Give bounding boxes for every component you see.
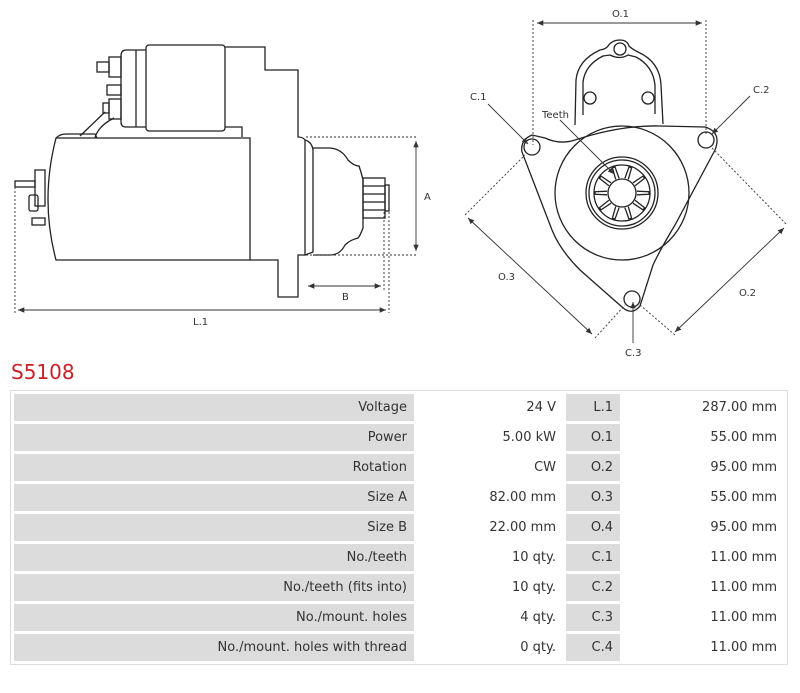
spec-value: 24 V <box>417 394 563 421</box>
technical-drawing: A B L.1 O.1 O.3 <box>14 9 788 359</box>
spec-label: No./mount. holes <box>14 604 414 631</box>
spec-label: No./mount. holes with thread <box>14 634 414 661</box>
spec-label: Size A <box>14 484 414 511</box>
spec-label: No./teeth (fits into) <box>14 574 414 601</box>
pinion-tooth <box>594 190 608 196</box>
pinion-tooth <box>632 175 646 187</box>
front-view: O.1 O.3 O.2 C.1 C.2 C.3 Teeth <box>464 9 788 359</box>
pinion-tooth <box>636 190 650 196</box>
label-c1: C.1 <box>470 92 487 103</box>
spec-value: 5.00 kW <box>417 424 563 451</box>
hole-c1 <box>523 138 541 156</box>
label-c2: C.2 <box>753 85 770 96</box>
dim-label-l1: L.1 <box>193 317 208 328</box>
spec-label: Power <box>14 424 414 451</box>
dim-label-o1: O.1 <box>612 9 629 20</box>
pinion-tooth <box>611 206 620 220</box>
dimension-key: O.2 <box>566 454 620 481</box>
spec-label: No./teeth <box>14 544 414 571</box>
pinion-teeth <box>594 166 650 220</box>
dim-label-o2: O.2 <box>739 288 756 299</box>
pinion-tooth <box>632 199 646 211</box>
dimension-value: 11.00 mm <box>623 574 784 601</box>
spec-value: 4 qty. <box>417 604 563 631</box>
spec-value: 0 qty. <box>417 634 563 661</box>
dimension-key: O.3 <box>566 484 620 511</box>
label-c3: C.3 <box>625 348 642 359</box>
dimension-value: 95.00 mm <box>623 514 784 541</box>
dim-label-b: B <box>342 292 349 303</box>
spec-value: 82.00 mm <box>417 484 563 511</box>
dim-label-a: A <box>424 192 431 203</box>
pinion-bore <box>607 178 637 208</box>
dimension-value: 55.00 mm <box>623 424 784 451</box>
spec-label: Voltage <box>14 394 414 421</box>
dimension-value: 11.00 mm <box>623 634 784 661</box>
dimension-key: C.3 <box>566 604 620 631</box>
dimension-value: 287.00 mm <box>623 394 784 421</box>
label-teeth: Teeth <box>541 110 569 121</box>
dimension-key: O.4 <box>566 514 620 541</box>
spec-value: CW <box>417 454 563 481</box>
pinion-tooth <box>624 166 633 180</box>
dimension-key: O.1 <box>566 424 620 451</box>
dimension-value: 95.00 mm <box>623 454 784 481</box>
motor-body <box>47 137 251 261</box>
mount-hole-top <box>613 42 627 56</box>
dimension-key: L.1 <box>566 394 620 421</box>
spec-value: 10 qty. <box>417 574 563 601</box>
spec-label: Size B <box>14 514 414 541</box>
dimension-value: 55.00 mm <box>623 484 784 511</box>
pinion-tooth <box>598 175 612 187</box>
pinion-tooth <box>624 206 633 220</box>
dimension-value: 11.00 mm <box>623 544 784 571</box>
dimension-key: C.1 <box>566 544 620 571</box>
dimension-value: 11.00 mm <box>623 604 784 631</box>
hole-c2 <box>697 131 715 149</box>
flange <box>521 125 718 312</box>
spec-value: 10 qty. <box>417 544 563 571</box>
solenoid-body <box>145 44 226 132</box>
dim-label-o3: O.3 <box>498 272 515 283</box>
dimension-key: C.2 <box>566 574 620 601</box>
pinion-tooth <box>598 199 612 211</box>
spec-label: Rotation <box>14 454 414 481</box>
hole-c3 <box>623 290 641 308</box>
spec-value: 22.00 mm <box>417 514 563 541</box>
side-view: A B L.1 <box>14 44 431 328</box>
product-code: S5108 <box>11 360 75 384</box>
dimension-key: C.4 <box>566 634 620 661</box>
